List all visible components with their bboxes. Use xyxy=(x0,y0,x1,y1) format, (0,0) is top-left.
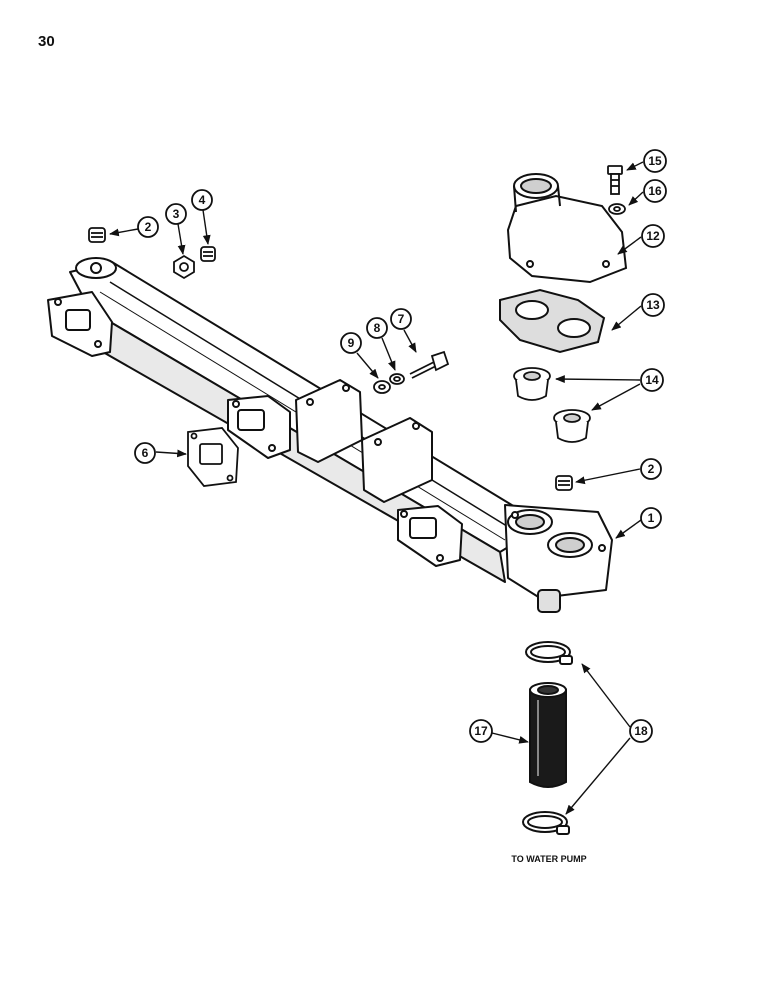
callout-12: 12 xyxy=(641,224,665,248)
outlet-gasket xyxy=(187,427,239,487)
svg-text:17: 17 xyxy=(474,724,488,738)
thermostat-upper xyxy=(513,367,551,401)
svg-text:2: 2 xyxy=(145,220,152,234)
callout-4: 4 xyxy=(191,189,213,211)
to-water-pump-caption: TO WATER PUMP xyxy=(511,854,586,864)
lockwasher xyxy=(389,373,405,385)
callout-15: 15 xyxy=(643,149,667,173)
fitting-nut xyxy=(173,254,195,280)
cap-screw xyxy=(607,165,623,195)
svg-text:4: 4 xyxy=(199,193,206,207)
washer xyxy=(373,380,391,394)
water-manifold xyxy=(47,257,613,613)
plug-upper xyxy=(88,227,106,243)
callout-7: 7 xyxy=(390,308,412,330)
thermostat-lower xyxy=(553,409,591,443)
svg-text:7: 7 xyxy=(398,312,405,326)
callout-13: 13 xyxy=(641,293,665,317)
page-number: 30 xyxy=(38,33,55,50)
hose-clamp-upper xyxy=(525,641,573,665)
cap-lockwasher xyxy=(608,203,626,215)
fitting-plug xyxy=(200,246,216,262)
svg-text:18: 18 xyxy=(634,724,648,738)
hose xyxy=(529,682,567,788)
callout-3: 3 xyxy=(165,203,187,225)
thermostat-housing xyxy=(506,173,628,284)
callout-16: 16 xyxy=(643,179,667,203)
plug-lower xyxy=(555,475,573,491)
svg-text:14: 14 xyxy=(645,373,659,387)
callout-14: 14 xyxy=(640,368,664,392)
callout-17: 17 xyxy=(469,719,493,743)
svg-text:2: 2 xyxy=(648,462,655,476)
callout-2a: 2 xyxy=(137,216,159,238)
callout-1: 1 xyxy=(640,507,662,529)
housing-gasket xyxy=(499,288,606,354)
leader-lines xyxy=(109,161,644,815)
svg-text:9: 9 xyxy=(348,336,355,350)
hose-clamp-lower xyxy=(522,811,570,835)
svg-text:13: 13 xyxy=(646,298,660,312)
callout-6: 6 xyxy=(134,442,156,464)
callout-2b: 2 xyxy=(640,458,662,480)
svg-text:16: 16 xyxy=(648,184,662,198)
callout-18: 18 xyxy=(629,719,653,743)
bolt xyxy=(409,350,450,379)
svg-text:15: 15 xyxy=(648,154,662,168)
svg-text:3: 3 xyxy=(173,207,180,221)
callout-8: 8 xyxy=(366,317,388,339)
svg-text:6: 6 xyxy=(142,446,149,460)
svg-text:8: 8 xyxy=(374,321,381,335)
callout-9: 9 xyxy=(340,332,362,354)
svg-text:12: 12 xyxy=(646,229,660,243)
svg-text:1: 1 xyxy=(648,511,655,525)
